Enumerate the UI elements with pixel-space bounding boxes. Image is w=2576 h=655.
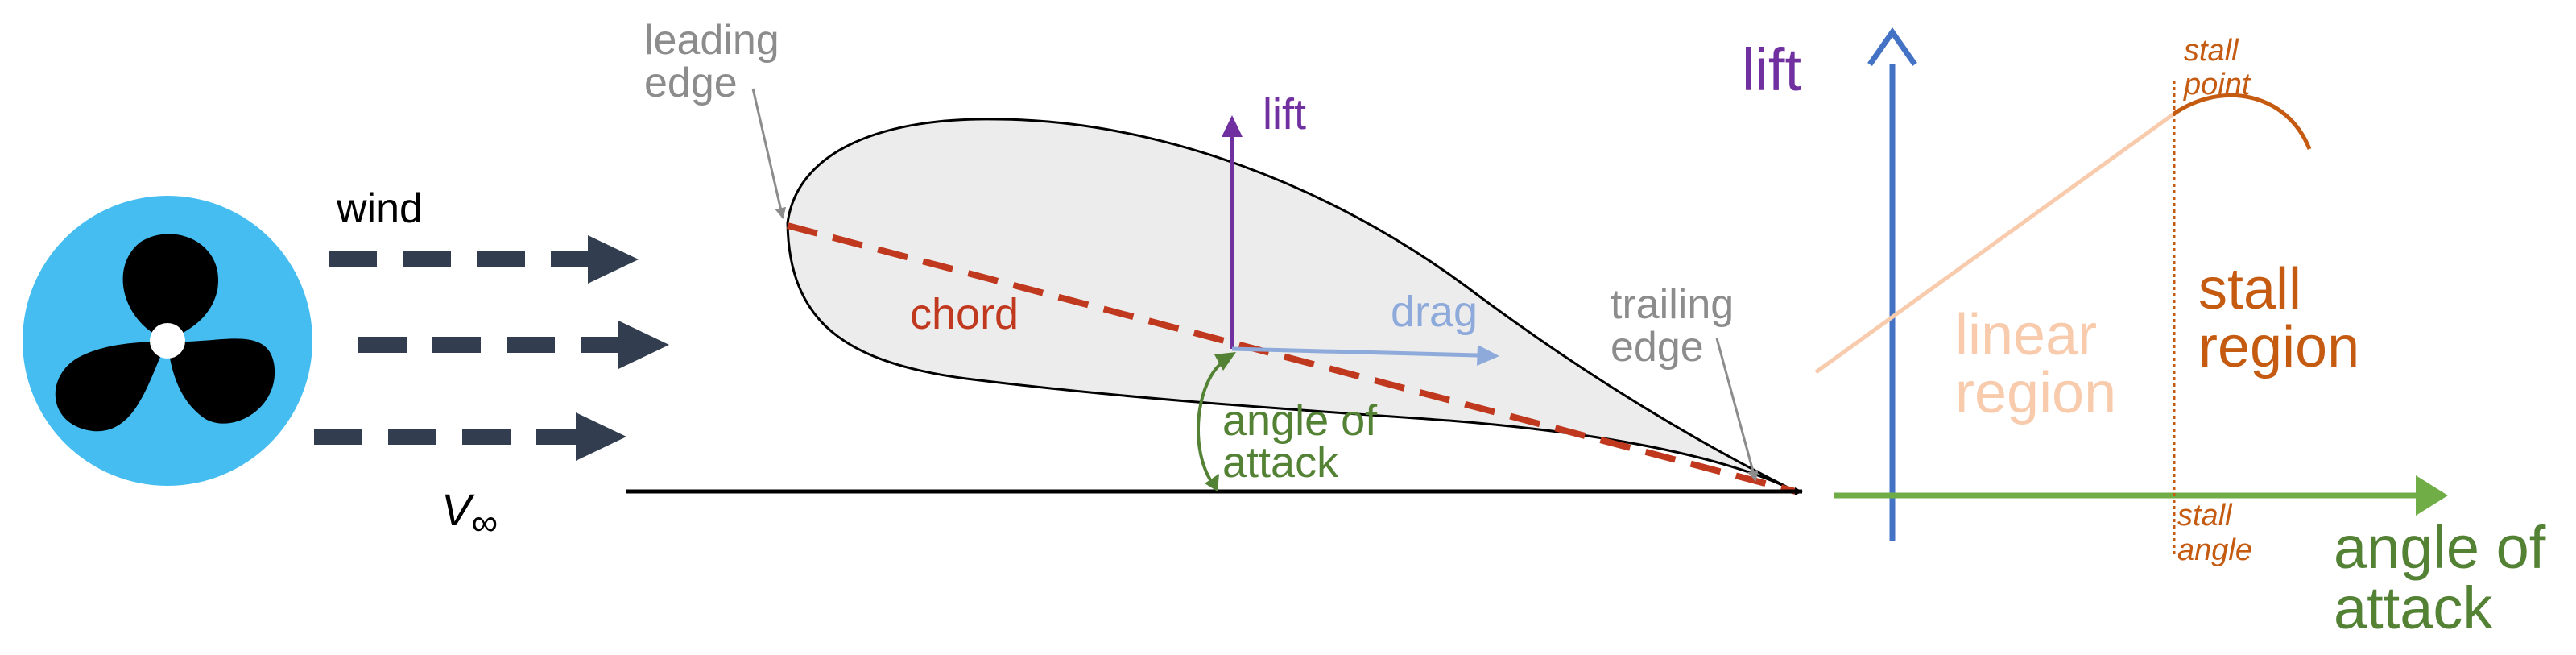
linear-region-label-line: region bbox=[1955, 361, 2116, 425]
angle-of-attack-label-line: angle of bbox=[1222, 396, 1378, 445]
chord-label: chord bbox=[910, 290, 1019, 338]
trailing-edge-pointer bbox=[1715, 338, 1759, 482]
wind-arrowhead-icon bbox=[576, 412, 626, 461]
linear-lift-curve bbox=[1814, 111, 2176, 375]
stall-angle-label-line: stall bbox=[2177, 499, 2233, 533]
wind-arrowhead-icon bbox=[588, 235, 639, 284]
angle-arrowhead-icon bbox=[1214, 352, 1236, 371]
lift-vector-label: lift bbox=[1263, 90, 1306, 139]
wind-arrows bbox=[314, 251, 618, 445]
leading-edge-label-line: edge bbox=[644, 60, 738, 106]
velocity-subscript: ∞ bbox=[471, 501, 498, 543]
drag-label: drag bbox=[1391, 288, 1478, 336]
trailing-edge-label-line: trailing bbox=[1611, 281, 1734, 328]
lift-curve-graph: lift angle of attack linear region stall… bbox=[1742, 27, 2562, 641]
stall-point-label-line: point bbox=[2183, 68, 2251, 102]
stall-region-label-line: region bbox=[2198, 315, 2359, 379]
stall-lift-curve bbox=[2173, 93, 2312, 150]
drag-vector bbox=[1231, 346, 1478, 358]
stall-region-label-line: stall bbox=[2198, 257, 2301, 321]
angle-arrowhead-icon bbox=[1205, 474, 1219, 491]
fan bbox=[23, 196, 312, 486]
stall-angle-label-line: angle bbox=[2177, 533, 2252, 567]
velocity-symbol: V bbox=[441, 484, 475, 535]
y-axis-arrowhead-icon bbox=[1867, 27, 1917, 67]
linear-region-label: linear region bbox=[1955, 303, 2116, 425]
wind-arrowhead-icon bbox=[618, 321, 669, 369]
angle-of-attack-label: angle of attack bbox=[1222, 396, 1389, 487]
drag-arrowhead-icon bbox=[1477, 345, 1499, 366]
leading-edge-label-line: leading bbox=[644, 17, 779, 64]
angle-of-attack-arc bbox=[1197, 359, 1227, 487]
x-axis-label-line: angle of bbox=[2334, 514, 2546, 581]
trailing-edge-label: trailing edge bbox=[1611, 281, 1746, 371]
x-axis-label: angle of attack bbox=[2334, 514, 2562, 641]
x-axis-label-line: attack bbox=[2334, 574, 2493, 641]
chord-line bbox=[786, 222, 1797, 495]
fan-blades-icon bbox=[55, 234, 275, 432]
stall-region-label: stall region bbox=[2198, 257, 2359, 379]
trailing-edge-label-line: edge bbox=[1611, 324, 1704, 371]
linear-region-label-line: linear bbox=[1955, 303, 2097, 367]
stall-angle-label: stall angle bbox=[2177, 499, 2252, 567]
angle-of-attack-label-line: attack bbox=[1222, 438, 1339, 487]
lift-arrowhead-icon bbox=[1222, 115, 1243, 137]
velocity-label: V∞ bbox=[441, 484, 498, 543]
leading-edge-pointer bbox=[751, 88, 787, 219]
x-axis-arrowhead-icon bbox=[2416, 475, 2448, 516]
stall-point-label-line: stall bbox=[2184, 34, 2239, 68]
stall-point-label: stall point bbox=[2183, 34, 2251, 102]
leading-edge-label: leading edge bbox=[644, 17, 791, 106]
y-axis-label: lift bbox=[1742, 36, 1801, 103]
fan-hub bbox=[150, 323, 185, 359]
wind-label: wind bbox=[336, 185, 423, 232]
